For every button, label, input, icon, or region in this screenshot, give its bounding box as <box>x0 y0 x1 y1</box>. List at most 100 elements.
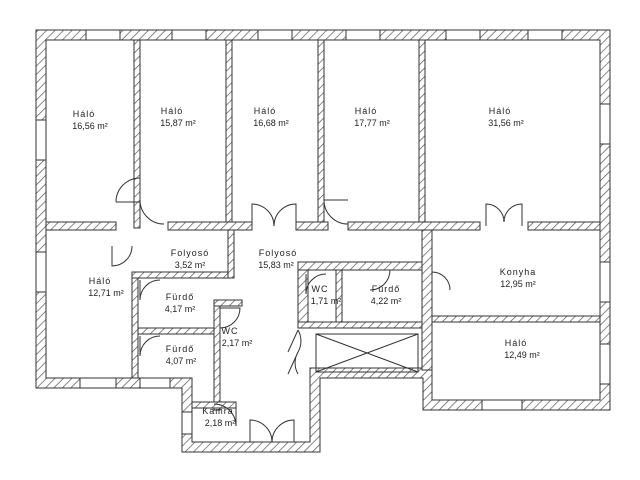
door <box>323 199 349 225</box>
window <box>257 29 293 41</box>
wall <box>347 221 481 231</box>
wall <box>213 299 243 307</box>
window <box>599 261 611 303</box>
wall <box>227 229 235 279</box>
window <box>85 29 121 41</box>
room-name: Fürdő <box>372 284 401 294</box>
door <box>251 203 275 228</box>
window <box>181 411 193 435</box>
room-area: 31,56 m² <box>488 118 524 128</box>
door <box>249 419 273 443</box>
wall <box>527 221 601 231</box>
wall <box>137 327 215 335</box>
door <box>305 273 327 295</box>
room-name: Folyosó <box>171 248 210 258</box>
room-area: 15,87 m² <box>160 118 196 128</box>
room-name: Kamra <box>202 406 234 416</box>
door <box>369 269 391 291</box>
room-area: 12,95 m² <box>500 279 536 289</box>
wall <box>317 39 325 229</box>
room-name: Háló <box>161 106 184 116</box>
door <box>139 199 165 225</box>
window <box>599 103 611 145</box>
room-name: WC <box>222 326 239 336</box>
window <box>527 29 563 41</box>
wall <box>213 299 221 411</box>
door <box>139 279 161 301</box>
window <box>35 251 47 293</box>
door <box>271 419 295 443</box>
wall <box>225 39 233 229</box>
door <box>273 203 297 228</box>
room-area: 4,22 m² <box>371 296 402 306</box>
wall <box>431 315 601 323</box>
wall <box>297 261 433 271</box>
door <box>287 351 299 375</box>
wall <box>295 221 329 231</box>
shaft-outline <box>315 333 419 373</box>
room-area: 12,49 m² <box>504 350 540 360</box>
windows <box>35 29 611 435</box>
room-name: WC <box>312 284 329 294</box>
room-furdo-1: Fürdő 4,17 m² <box>165 292 196 314</box>
wall <box>297 321 433 329</box>
room-area: 12,71 m² <box>88 288 124 298</box>
door <box>503 203 523 226</box>
room-halo-2: Háló 15,87 m² <box>160 106 196 128</box>
room-area: 15,83 m² <box>258 260 294 270</box>
window <box>171 29 207 41</box>
door <box>485 203 505 226</box>
wall <box>133 39 141 229</box>
door <box>111 245 133 267</box>
room-area: 17,77 m² <box>354 118 390 128</box>
room-area: 3,52 m² <box>175 260 206 270</box>
door <box>115 177 141 203</box>
room-name: Konyha <box>500 267 537 277</box>
room-halo-4: Háló 17,77 m² <box>354 106 390 128</box>
room-furdo-3: Fürdő 4,22 m² <box>371 284 402 306</box>
shaft-cross <box>315 333 419 373</box>
room-halo-1: Háló 16,56 m² <box>72 109 108 131</box>
wall <box>131 271 139 379</box>
room-area: 16,68 m² <box>253 118 289 128</box>
room-area: 2,18 m² <box>205 418 236 428</box>
room-area: 16,56 m² <box>72 121 108 131</box>
room-name: Háló <box>73 109 96 119</box>
room-kamra: Kamra 2,18 m² <box>202 406 235 428</box>
doors <box>111 177 523 443</box>
room-labels: Háló 16,56 m² Háló 15,87 m² Háló 16,68 m… <box>72 106 540 428</box>
room-halo-5: Háló 31,56 m² <box>488 106 524 128</box>
room-name: Háló <box>254 106 277 116</box>
door <box>213 403 237 427</box>
room-name: Háló <box>89 276 112 286</box>
window <box>345 29 381 41</box>
window <box>481 399 523 411</box>
shaft <box>315 333 419 373</box>
door <box>219 307 241 329</box>
window <box>445 29 481 41</box>
wall <box>421 229 433 371</box>
room-area: 1,71 m² <box>311 296 342 306</box>
room-folyoso-1: Folyosó 3,52 m² <box>171 248 210 270</box>
door <box>431 271 451 300</box>
room-wc-1: WC 2,17 m² <box>222 326 253 348</box>
walls <box>35 29 611 453</box>
room-halo-6: Háló 12,71 m² <box>88 276 124 298</box>
room-area: 4,07 m² <box>166 356 197 366</box>
room-konyha: Konyha 12,95 m² <box>500 267 537 289</box>
room-halo-7: Háló 12,49 m² <box>504 338 540 360</box>
room-area: 4,17 m² <box>165 304 196 314</box>
room-name: Háló <box>505 338 528 348</box>
window <box>599 343 611 385</box>
room-name: Fürdő <box>166 292 195 302</box>
room-folyoso-2: Folyosó 15,83 m² <box>258 248 298 270</box>
room-name: Folyosó <box>259 248 298 258</box>
room-name: Háló <box>355 106 378 116</box>
wall <box>45 221 117 231</box>
door <box>139 335 161 357</box>
wall <box>418 39 426 229</box>
room-name: Háló <box>489 106 512 116</box>
room-name: Fürdő <box>166 344 195 354</box>
room-halo-3: Háló 16,68 m² <box>253 106 289 128</box>
